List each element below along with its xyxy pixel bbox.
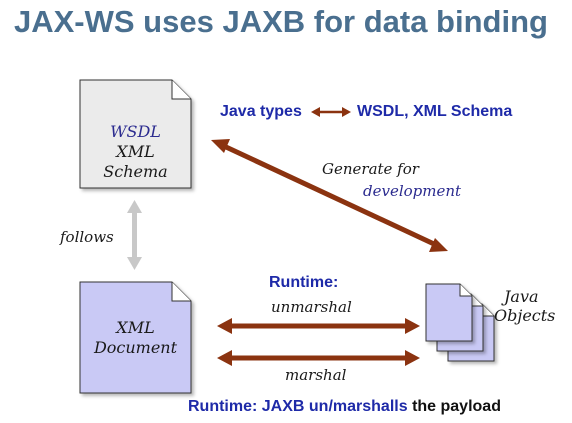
java-objects-line1: Java [504, 287, 539, 306]
java-objects-line2: Objects [494, 306, 556, 325]
development-label: development [363, 182, 462, 200]
xml-document-icon [79, 281, 192, 394]
xml-text: XML [116, 142, 155, 161]
runtime-label: Runtime: [269, 274, 339, 291]
follows-arrow [127, 200, 142, 270]
wsdl-schema-label: WSDL, XML Schema [357, 103, 513, 120]
unmarshal-label: unmarshal [271, 298, 352, 316]
marshal-arrow [217, 350, 420, 366]
unmarshal-arrow [217, 318, 420, 334]
java-objects-label: Java Objects [494, 287, 566, 325]
generate-arrow [211, 139, 448, 252]
footer-part1: Runtime: JAXB un/marshalls [188, 398, 408, 415]
java-objects-icon [425, 283, 495, 362]
java-types-label: Java types [220, 103, 302, 120]
schema-text: Schema [103, 162, 168, 181]
page-title: JAX-WS uses JAXB for data binding [14, 4, 548, 39]
follows-label: follows [60, 228, 114, 246]
mapping-arrow [311, 107, 351, 117]
marshal-label: marshal [285, 366, 347, 384]
xml-doc-line1: XML [116, 318, 155, 337]
generate-label: Generate for [322, 160, 419, 178]
footer-caption: Runtime: JAXB un/marshalls the payload [188, 398, 501, 416]
schema-document-icon [79, 79, 192, 189]
schema-document-label: WSDL XML Schema [80, 122, 191, 182]
wsdl-text: WSDL [110, 122, 161, 141]
xml-document-label: XML Document [80, 318, 191, 358]
xml-doc-line2: Document [93, 338, 178, 357]
footer-part2: the payload [412, 398, 501, 415]
